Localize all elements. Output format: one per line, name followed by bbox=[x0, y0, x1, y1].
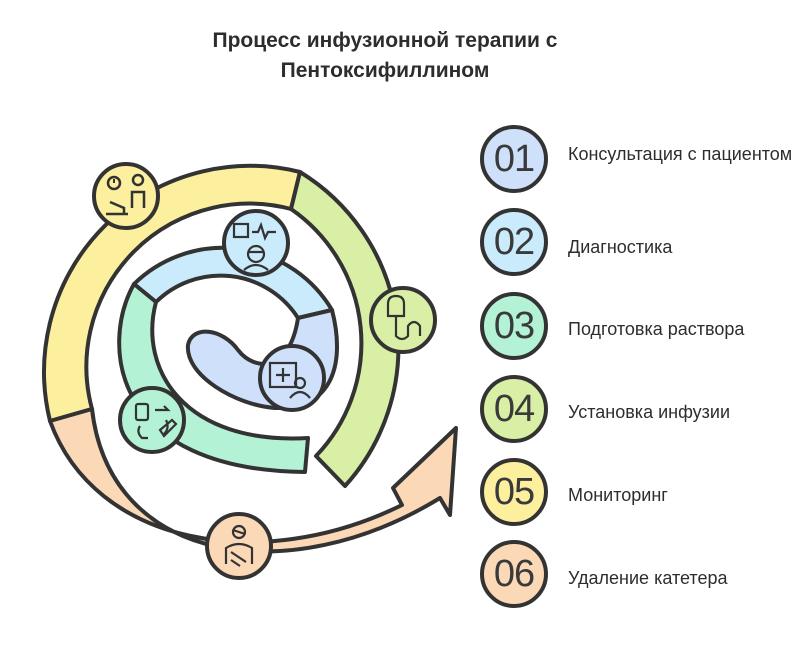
iv-drip-icon bbox=[369, 286, 437, 354]
patient-bandage-icon bbox=[205, 512, 273, 580]
badge-circle bbox=[480, 458, 548, 526]
step-label: Подготовка раствора bbox=[568, 319, 745, 339]
step-label: Диагностика bbox=[568, 237, 673, 257]
step-label: Мониторинг bbox=[568, 485, 668, 505]
step-number: 05 bbox=[493, 471, 535, 513]
step-01: 01 Консультация с пациентом bbox=[480, 122, 800, 202]
spiral-arrow-orange bbox=[48, 407, 458, 554]
badge-circle bbox=[480, 125, 548, 193]
step-03: 03 Подготовка раствора bbox=[480, 289, 800, 369]
step-label: Удаление катетера bbox=[568, 568, 728, 588]
diagnostics-icon bbox=[222, 209, 290, 277]
monitoring-icon bbox=[258, 344, 326, 412]
step-label: Установка инфузии bbox=[568, 402, 731, 422]
step-number: 04 bbox=[493, 388, 535, 430]
step-label: Консультация с пациентом bbox=[568, 144, 793, 164]
spiral-segment-green bbox=[289, 170, 401, 488]
badge-circle bbox=[480, 292, 548, 360]
step-number: 06 bbox=[493, 553, 535, 595]
step-badge bbox=[480, 458, 548, 526]
doctor-consultation-icon bbox=[92, 162, 160, 230]
step-number: 02 bbox=[493, 221, 535, 263]
step-number: 01 bbox=[493, 138, 535, 180]
step-number: 03 bbox=[493, 305, 535, 347]
step-05: 05 Мониторинг bbox=[480, 455, 800, 535]
step-04: 04 Установка инфузии bbox=[480, 372, 800, 452]
page-title: Процесс инфузионной терапии с Пентоксифи… bbox=[212, 29, 558, 82]
badge-circle bbox=[480, 375, 548, 443]
step-badge bbox=[480, 125, 548, 193]
solution-preparation-icon bbox=[118, 386, 186, 454]
step-02: 02 Диагностика bbox=[480, 205, 800, 285]
step-badge bbox=[480, 292, 548, 360]
badge-circle bbox=[480, 540, 548, 608]
step-06: 06 Удаление катетера bbox=[480, 537, 800, 617]
step-badge bbox=[480, 375, 548, 443]
step-badge bbox=[480, 208, 548, 276]
badge-circle bbox=[480, 208, 548, 276]
step-badge bbox=[480, 540, 548, 608]
